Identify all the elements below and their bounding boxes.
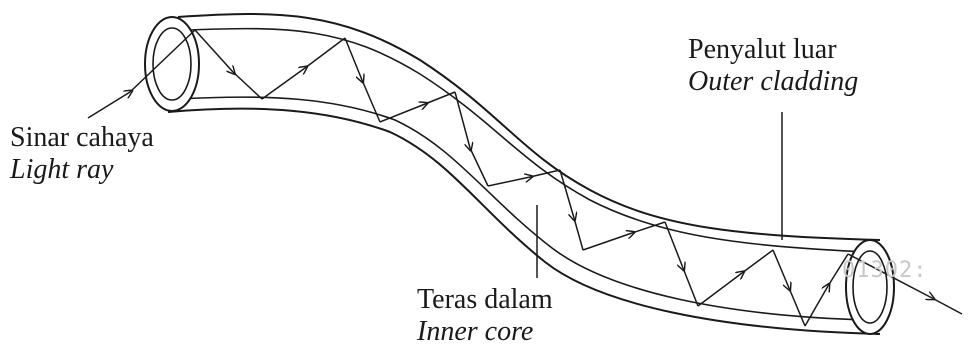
inner-core-label-english: Inner core <box>417 316 553 348</box>
ray-segment-arrow <box>773 250 789 288</box>
ray-segment-arrow <box>665 222 683 268</box>
watermark-text: 01302: <box>842 258 927 283</box>
ray-segment-arrow <box>488 177 530 186</box>
outer-cladding-label-malay: Penyalut luar <box>688 34 858 66</box>
outer-cladding-label: Penyalut luar Outer cladding <box>688 34 858 98</box>
light-ray-label-english: Light ray <box>10 154 154 186</box>
outer-cladding-label-english: Outer cladding <box>688 66 858 98</box>
inner-core-label-malay: Teras dalam <box>417 284 553 316</box>
ray-segment-arrow <box>455 92 470 148</box>
ray-segment-arrow <box>195 30 233 72</box>
ray-segment-arrow <box>380 104 425 122</box>
ray-segment-arrow <box>583 233 632 250</box>
ray-segment-arrow <box>262 68 305 99</box>
ray-segment-arrow <box>698 273 742 306</box>
ray-segment-arrow <box>805 286 828 326</box>
inner-core-label: Teras dalam Inner core <box>417 284 553 348</box>
light-ray-label-malay: Sinar cahaya <box>10 122 154 154</box>
incident-ray-arrow <box>88 92 130 118</box>
light-ray-label: Sinar cahaya Light ray <box>10 122 154 186</box>
label-leaders <box>537 112 782 278</box>
right-end-face <box>846 240 894 334</box>
left-end-face <box>145 17 199 111</box>
